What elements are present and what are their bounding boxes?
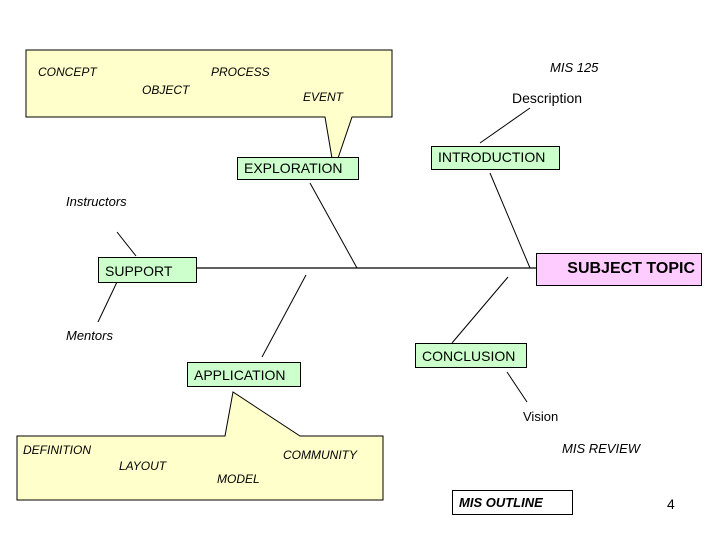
callout-definition: DEFINITION <box>23 443 91 457</box>
instructors-label: Instructors <box>66 194 127 209</box>
mentors-label: Mentors <box>66 328 113 343</box>
node-exploration: EXPLORATION <box>237 157 359 180</box>
node-support: SUPPORT <box>98 257 197 283</box>
node-introduction: INTRODUCTION <box>431 146 560 170</box>
bone-application <box>261 274 307 358</box>
line-mentors <box>97 281 118 323</box>
callout-event: EVENT <box>303 90 344 104</box>
node-conclusion: CONCLUSION <box>415 343 527 368</box>
vision-label: Vision <box>523 409 559 424</box>
line-instructors <box>116 231 137 257</box>
line-vision <box>506 371 528 403</box>
callout-layout: LAYOUT <box>119 459 167 473</box>
bone-introduction <box>489 172 531 269</box>
bone-exploration <box>309 182 358 269</box>
bottom-callout-shape <box>16 391 384 501</box>
mis-review-label: MIS REVIEW <box>562 441 641 456</box>
mis-outline-box: MIS OUTLINE <box>452 490 573 515</box>
callout-concept: CONCEPT <box>38 65 97 79</box>
node-application: APPLICATION <box>187 362 301 387</box>
description-label: Description <box>512 90 583 106</box>
course-label: MIS 125 <box>550 60 599 75</box>
callout-process: PROCESS <box>211 65 270 79</box>
line-description <box>479 107 531 144</box>
bone-conclusion <box>451 276 509 344</box>
callout-model: MODEL <box>217 472 260 486</box>
node-subject-topic: SUBJECT TOPIC <box>536 253 702 286</box>
callout-community: COMMUNITY <box>283 448 357 462</box>
page-number: 4 <box>667 496 675 512</box>
callout-object: OBJECT <box>142 83 190 97</box>
